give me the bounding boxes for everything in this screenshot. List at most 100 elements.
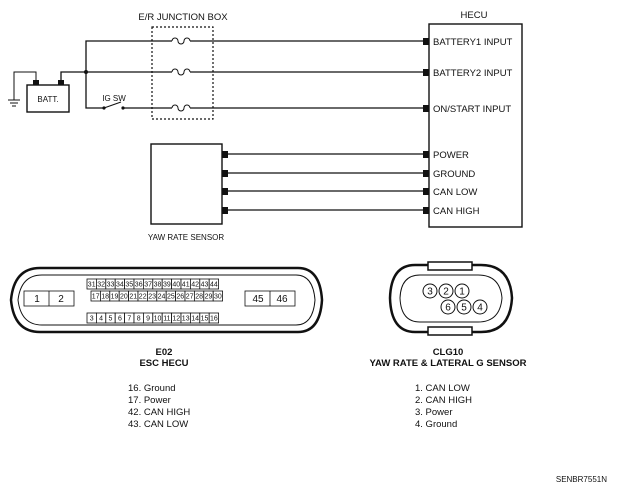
clg10-outer-shell	[388, 263, 514, 334]
e02-code: E02	[156, 347, 173, 358]
yaw-sensor-pins	[222, 151, 228, 214]
connector-pin	[208, 278, 219, 290]
connector-pin-label: 37	[144, 282, 152, 289]
connector-pin-label: 24	[158, 294, 166, 301]
hecu-label: HECU	[461, 10, 488, 21]
clg10-inner-shell	[399, 274, 503, 323]
clg10-name: YAW RATE & LATERAL G SENSOR	[370, 358, 527, 369]
connector-pin-label: 35	[125, 282, 133, 289]
e02-legend-item: 43. CAN LOW	[128, 419, 188, 430]
connector-pin-label: 11	[163, 316, 170, 323]
connector-pin-label: 23	[148, 294, 156, 301]
hecu-input-battery2: BATTERY2 INPUT	[433, 68, 513, 79]
connector-pin-label: 4	[477, 303, 483, 314]
connector-pin-label: 5	[109, 316, 113, 323]
battery: BATT.	[26, 80, 70, 113]
fuse-1	[171, 37, 191, 45]
clg10-key-bottom	[427, 326, 473, 336]
connector-pin-label: 38	[154, 282, 162, 289]
connector-pin-label: 1	[34, 294, 40, 305]
connector-pin-label: 40	[172, 282, 180, 289]
connector-pin-label: 14	[191, 316, 199, 323]
hecu-input-can-high: CAN HIGH	[433, 206, 480, 217]
connector-pin-label: 20	[120, 294, 128, 301]
connector-pin-label: 28	[195, 294, 203, 301]
connector-pin-label: 43	[201, 282, 209, 289]
fuse-3	[171, 104, 191, 112]
e02-legend: 16. Ground 17. Power 42. CAN HIGH 43. CA…	[128, 383, 190, 430]
connector-pin-label: 17	[92, 294, 100, 301]
ig-switch: IG SW	[102, 94, 126, 110]
e02-name: ESC HECU	[139, 358, 188, 369]
junction-box-outline	[151, 26, 214, 120]
connector-pin-label: 5	[461, 303, 467, 314]
yaw-sensor-body	[150, 143, 223, 225]
connector-pin	[422, 283, 438, 299]
reference-code: SENBR7551N	[556, 475, 607, 484]
hecu: HECU BATTERY1 INPUT BATTERY2 INPUT ON/ST…	[423, 10, 523, 228]
connector-pin-label: 22	[139, 294, 147, 301]
battery-label: BATT.	[37, 95, 58, 104]
signal-wiring	[228, 153, 423, 211]
connector-pin-label: 6	[445, 303, 451, 314]
connector-pin	[456, 299, 472, 315]
hecu-input-can-low: CAN LOW	[433, 187, 477, 198]
connector-pin-label: 3	[427, 287, 433, 298]
clg10-key-top	[427, 261, 473, 271]
hecu-pins	[423, 38, 429, 214]
connector-pin-label: 26	[176, 294, 184, 301]
connector-pin-label: 39	[163, 282, 171, 289]
connector-pin-label: 7	[127, 316, 131, 323]
connector-pin-label: 41	[182, 282, 190, 289]
connector-pin-label: 25	[167, 294, 175, 301]
connector-pin-label: 3	[90, 316, 94, 323]
e02-legend-item: 16. Ground	[128, 383, 176, 394]
connector-pin-label: 29	[205, 294, 213, 301]
hecu-input-ground: GROUND	[433, 169, 475, 180]
power-wiring	[60, 40, 423, 109]
connector-pin-label: 9	[146, 316, 150, 323]
connector-pin-label: 33	[107, 282, 115, 289]
connector-pin	[454, 283, 470, 299]
connector-pin-label: 21	[129, 294, 137, 301]
fuse-2	[171, 68, 191, 76]
connector-pin-label: 12	[172, 316, 180, 323]
battery-terminal-pos	[58, 80, 64, 85]
connector-pin-label: 8	[137, 316, 141, 323]
junction-box: E/R JUNCTION BOX	[138, 12, 228, 120]
hecu-input-on-start: ON/START INPUT	[433, 104, 511, 115]
connector-pin-label: 10	[154, 316, 162, 323]
connector-pin-label: 1	[459, 287, 465, 298]
clg10-legend-item: 2. CAN HIGH	[415, 395, 472, 406]
hecu-input-battery1: BATTERY1 INPUT	[433, 37, 513, 48]
e02-legend-item: 17. Power	[128, 395, 171, 406]
connector-pin-label: 4	[99, 316, 103, 323]
clg10-code: CLG10	[433, 347, 464, 358]
clg10-legend: 1. CAN LOW 2. CAN HIGH 3. Power 4. Groun…	[415, 383, 472, 430]
connector-pin-label: 13	[182, 316, 190, 323]
e02-legend-item: 42. CAN HIGH	[128, 407, 190, 418]
e02-inner-shell	[17, 274, 316, 326]
connector-pin-label: 46	[276, 294, 288, 305]
connector-pin	[208, 312, 219, 324]
ground-symbol	[8, 71, 37, 107]
connector-pin-label: 45	[252, 294, 264, 305]
connector-pin-label: 19	[111, 294, 119, 301]
battery-terminal-neg	[33, 80, 39, 85]
hecu-input-power: POWER	[433, 150, 469, 161]
connector-pin-label: 36	[135, 282, 143, 289]
clg10-legend-item: 3. Power	[415, 407, 453, 418]
junction-box-label: E/R JUNCTION BOX	[138, 12, 228, 23]
yaw-sensor-label: YAW RATE SENSOR	[148, 233, 225, 242]
connector-pin-label: 6	[118, 316, 122, 323]
connector-pin-label: 2	[443, 287, 449, 298]
connector-pin-label: 18	[101, 294, 109, 301]
yaw-rate-sensor: YAW RATE SENSOR	[148, 143, 228, 242]
connector-pin-label: 2	[58, 294, 64, 305]
connector-pin	[212, 290, 223, 302]
clg10-legend-item: 1. CAN LOW	[415, 383, 470, 394]
connector-pin	[438, 283, 454, 299]
